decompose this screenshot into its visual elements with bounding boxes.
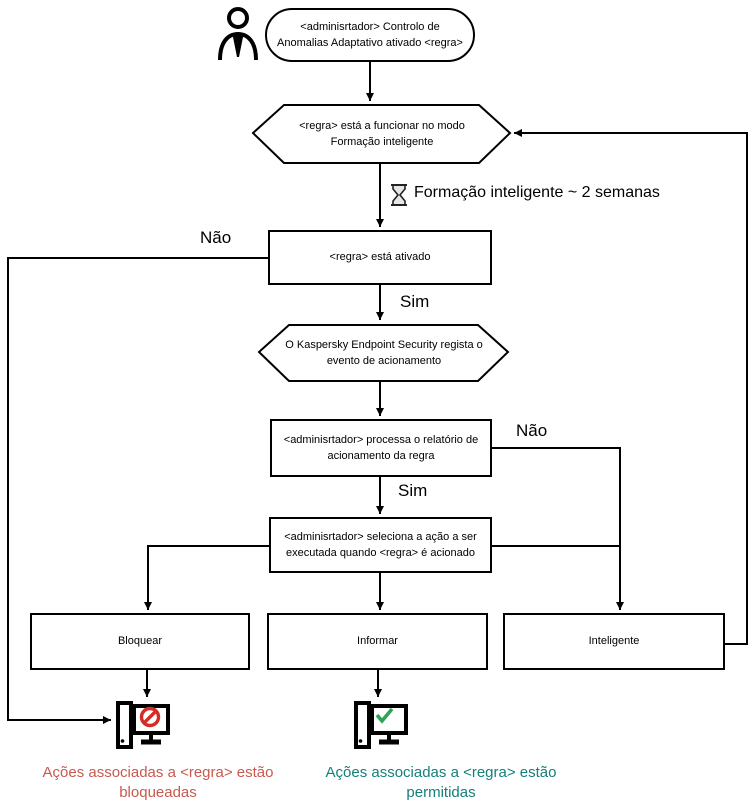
edge-label-no-1: Não: [200, 228, 232, 247]
edge-label-no-2: Não: [516, 421, 548, 440]
result-blocked-caption: Ações associadas a <regra> estão bloquea…: [42, 764, 274, 801]
node-action-block: Bloquear: [30, 613, 250, 670]
user-icon: [218, 7, 258, 61]
action-block-label: Bloquear: [117, 635, 163, 648]
hexagon-shape: [257, 324, 510, 382]
hexagon-shape: [251, 104, 512, 164]
node-start: <adminisrtador> Controlo de Anomalias Ad…: [265, 8, 475, 62]
hourglass-icon: [391, 184, 407, 206]
node-action-smart: Inteligente: [503, 613, 725, 670]
edge-label-yes-2: Sim: [398, 481, 428, 500]
node-rule-enabled-check: <regra> está ativado: [268, 230, 492, 285]
node-admin-selects-label: <adminisrtador> seleciona a ação a ser e…: [284, 530, 477, 560]
edge-label-yes-1: Sim: [400, 292, 430, 311]
action-inform-label: Informar: [357, 635, 398, 648]
node-admin-processes-label: <adminisrtador> processa o relatório de …: [283, 433, 479, 463]
result-allowed-caption: Ações associadas a <regra> estão permiti…: [325, 764, 557, 801]
node-kes-logs-label: O Kaspersky Endpoint Security regista o …: [285, 338, 483, 368]
node-start-label: <adminisrtador> Controlo de Anomalias Ad…: [277, 20, 463, 50]
node-admin-processes-report: <adminisrtador> processa o relatório de …: [270, 419, 492, 477]
allowed-computer-icon: [354, 701, 408, 749]
node-training-mode-label: <regra> está a funcionar no modo Formaçã…: [299, 119, 465, 149]
training-duration-note: Formação inteligente ~ 2 semanas: [414, 184, 660, 201]
node-kes-logs-event: O Kaspersky Endpoint Security regista o …: [257, 323, 510, 383]
node-action-inform: Informar: [267, 613, 488, 670]
node-training-mode-check: <regra> está a funcionar no modo Formaçã…: [251, 103, 512, 165]
node-admin-selects-action: <adminisrtador> seleciona a ação a ser e…: [269, 517, 492, 573]
blocked-computer-icon: [116, 701, 170, 749]
node-rule-enabled-label: <regra> está ativado: [329, 251, 431, 264]
action-smart-label: Inteligente: [588, 635, 640, 648]
